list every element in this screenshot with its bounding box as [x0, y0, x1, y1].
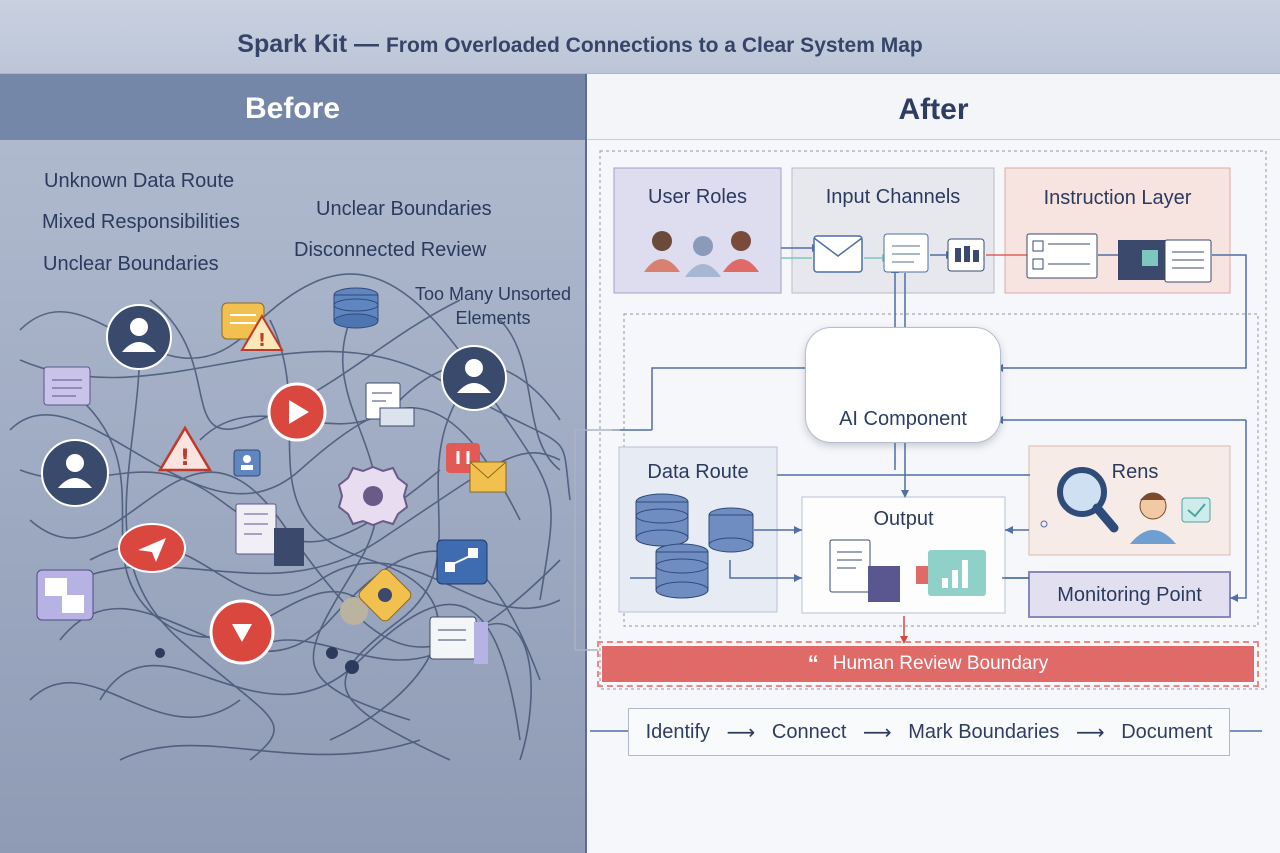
send-icon	[118, 523, 186, 573]
document-icon	[883, 233, 929, 273]
document-icon	[235, 503, 304, 566]
warning-icon: !	[157, 425, 213, 472]
header-bar	[0, 0, 1280, 74]
document-icon	[947, 238, 985, 272]
arrow-right-icon: ⟶	[862, 721, 892, 744]
page-title: Spark Kit — From Overloaded Connections …	[0, 30, 1160, 59]
user-icon	[644, 231, 759, 277]
quote-icon: “	[807, 651, 819, 676]
database-icon	[635, 493, 689, 547]
warning-icon	[446, 443, 507, 493]
gear-icon	[337, 465, 409, 527]
document-icon	[1026, 233, 1098, 279]
play-icon	[267, 382, 327, 442]
warning-icon: !	[221, 302, 284, 351]
tangled-network: ! !	[9, 273, 571, 761]
user-icon	[441, 345, 507, 411]
user-icon	[233, 449, 261, 477]
step-identify: Identify	[645, 720, 711, 743]
database-icon	[655, 543, 709, 599]
shield-check-icon	[1181, 497, 1211, 523]
rens-label: Rens	[1111, 461, 1159, 483]
user-roles-label: User Roles	[648, 186, 747, 208]
database-icon	[708, 507, 754, 553]
panel-divider	[585, 74, 587, 853]
before-label: Mixed Responsibilities	[42, 211, 240, 233]
document-icon	[429, 616, 488, 664]
ai-component-label: AI Component	[839, 408, 967, 430]
database-icon	[333, 287, 379, 329]
ai-component-box: AI Component	[805, 327, 1001, 443]
output-label: Output	[873, 508, 934, 530]
before-label: Unclear Boundaries	[43, 253, 219, 275]
svg-text:!: !	[180, 446, 190, 471]
svg-text:!: !	[258, 330, 266, 351]
document-icon	[829, 539, 900, 602]
step-mark-boundaries: Mark Boundaries	[908, 720, 1060, 743]
arrow-right-icon: ⟶	[1075, 721, 1105, 744]
step-connect: Connect	[771, 720, 847, 743]
warning-icon	[340, 568, 412, 625]
before-label: Too Many Unsorted Elements	[414, 284, 572, 328]
title-subtitle: From Overloaded Connections to a Clear S…	[385, 34, 923, 57]
human-review-boundary: “ Human Review Boundary	[597, 641, 1259, 687]
play-icon	[209, 599, 275, 665]
document-icon	[36, 569, 94, 621]
data-route-label: Data Route	[647, 461, 749, 483]
before-label: Unknown Data Route	[44, 170, 235, 192]
user-icon	[41, 439, 109, 507]
before-heading: Before	[0, 74, 585, 140]
user-icon	[106, 304, 172, 370]
after-heading: After	[587, 74, 1280, 140]
input-channels-label: Input Channels	[825, 186, 961, 208]
process-steps: Identify ⟶ Connect ⟶ Mark Boundaries ⟶ D…	[628, 708, 1230, 756]
document-icon	[365, 382, 415, 427]
title-dash: —	[347, 30, 386, 58]
document-icon	[43, 366, 91, 406]
chart-icon	[916, 550, 986, 596]
step-document: Document	[1121, 720, 1213, 743]
title-main: Spark Kit	[237, 30, 348, 58]
instruction-layer-label: Instruction Layer	[1043, 187, 1192, 209]
arrow-right-icon: ⟶	[726, 721, 756, 744]
monitoring-point-label: Monitoring Point	[1057, 584, 1202, 606]
before-label: Unclear Boundaries	[316, 198, 492, 220]
share-icon	[436, 539, 488, 585]
human-review-label: Human Review Boundary	[832, 653, 1049, 674]
mail-icon	[813, 235, 863, 273]
before-label: Disconnected Review	[294, 239, 487, 261]
magnifier-icon	[1057, 467, 1119, 533]
document-icon	[1118, 239, 1212, 283]
user-icon	[1130, 492, 1176, 544]
